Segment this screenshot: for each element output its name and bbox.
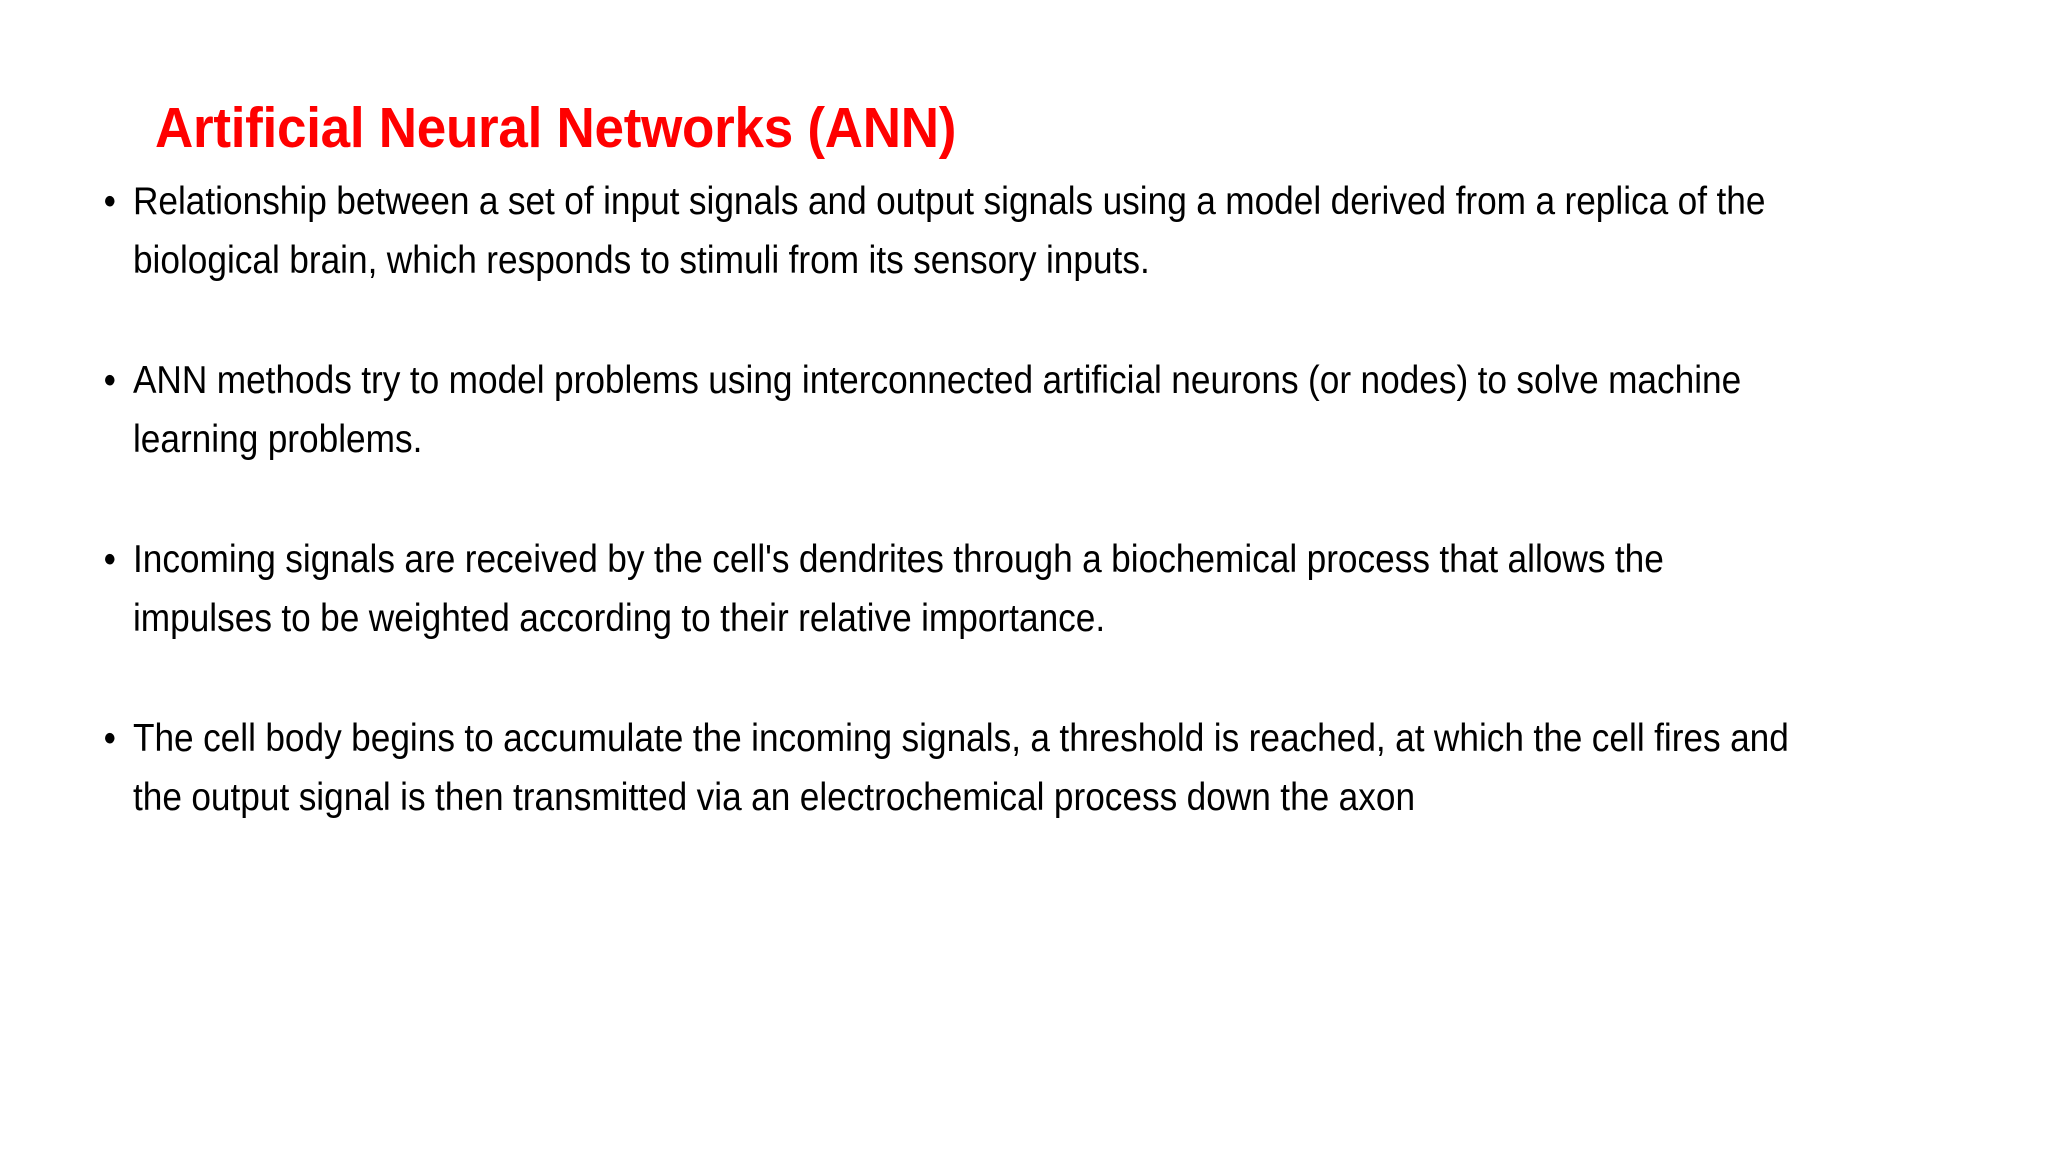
list-item-text: Incoming signals are received by the cel… [132,538,1664,640]
bullet-point-icon: • [103,538,116,581]
list-item: • Relationship between a set of input si… [100,172,1797,290]
list-item-text: The cell body begins to accumulate the i… [132,717,1789,819]
bullet-point-icon: • [103,359,116,402]
bullet-point-icon: • [103,717,116,760]
list-item-text: Relationship between a set of input sign… [132,180,1766,282]
page-title: Artificial Neural Networks (ANN) [155,96,957,161]
list-item: • The cell body begins to accumulate the… [100,709,1797,827]
list-item-text: ANN methods try to model problems using … [132,359,1742,461]
list-item: • ANN methods try to model problems usin… [100,351,1797,469]
bullet-list: • Relationship between a set of input si… [100,172,1955,827]
bullet-point-icon: • [103,180,116,223]
list-item: • Incoming signals are received by the c… [100,530,1797,648]
